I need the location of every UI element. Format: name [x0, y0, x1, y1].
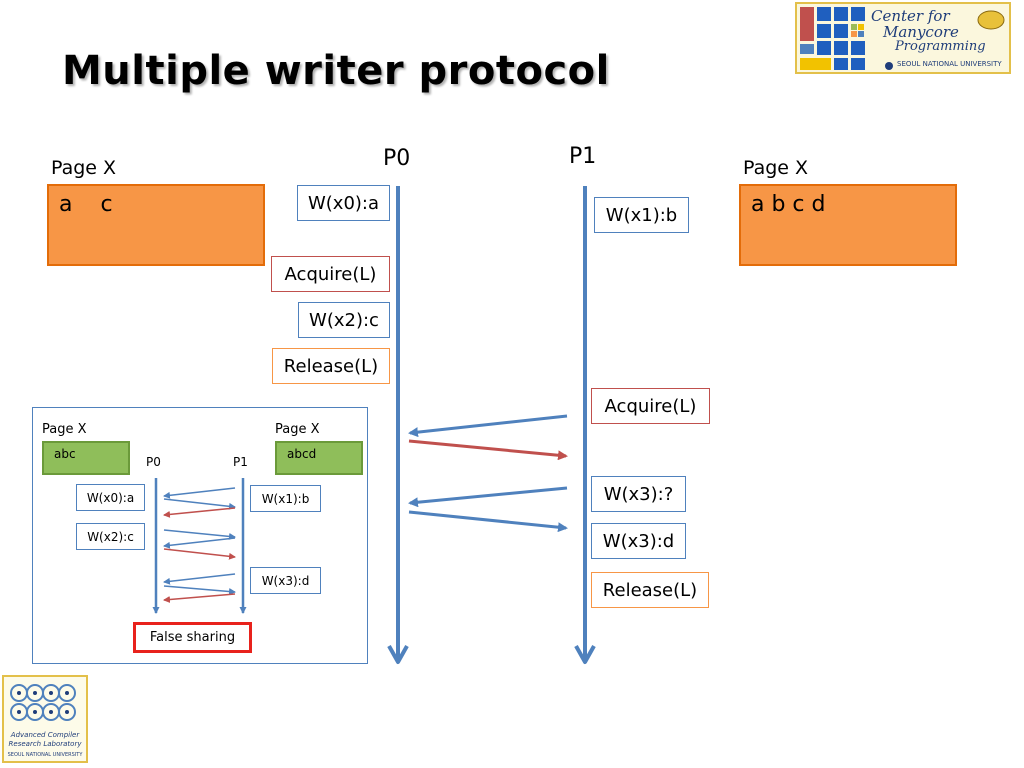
message-arrow-p0-to-p1-2	[408, 510, 568, 533]
p1-op-acquire: Acquire(L)	[591, 388, 710, 424]
inset-p1-op-write-x3: W(x3):d	[250, 567, 321, 594]
p0-op-write-x0: W(x0):a	[297, 185, 390, 221]
inset-p1-label: P1	[233, 455, 248, 469]
inset-diagram	[32, 407, 368, 664]
lab-dna-icon	[10, 684, 76, 721]
p1-op-write-x3-unknown: W(x3):?	[591, 476, 686, 512]
inset-arrow-6	[163, 548, 236, 560]
inset-right-page-box: abcd	[275, 441, 363, 475]
p0-op-release: Release(L)	[272, 348, 390, 384]
inset-arrow-2	[163, 498, 236, 510]
inset-left-page-label: Page X	[42, 422, 87, 437]
message-arrow-p1-to-p0-2	[408, 486, 568, 508]
inset-p0-label: P0	[146, 455, 161, 469]
right-page-label: Page X	[743, 157, 809, 179]
p1-op-write-x3-d: W(x3):d	[591, 523, 686, 559]
left-page-box: a c	[47, 184, 265, 266]
p1-op-release: Release(L)	[591, 572, 709, 608]
inset-left-page-box: abc	[42, 441, 130, 475]
p0-label: P0	[383, 146, 411, 171]
p0-timeline-head	[387, 645, 409, 664]
logo-mosaic-icon	[800, 7, 1005, 70]
logo-line-programming: Programming	[895, 39, 986, 54]
logo-line-manycore: Manycore	[883, 23, 959, 41]
center-logo: Center for Manycore Programming Seoul Na…	[795, 2, 1011, 74]
message-arrow-p1-to-p0-1	[408, 414, 568, 438]
inset-p0-op-write-x2: W(x2):c	[76, 523, 145, 550]
lab-logo-line1: Advanced Compiler	[10, 731, 80, 739]
inset-arrow-3	[163, 507, 236, 518]
slide-title: Multiple writer protocol	[62, 48, 610, 94]
p1-timeline-head	[574, 645, 596, 664]
false-sharing-label: False sharing	[133, 622, 252, 653]
left-page-label: Page X	[51, 157, 117, 179]
inset-arrow-5	[163, 537, 236, 549]
inset-arrow-1	[163, 487, 236, 499]
inset-p0-op-write-x0: W(x0):a	[76, 484, 145, 511]
inset-arrow-9	[163, 593, 236, 603]
inset-arrow-8	[163, 585, 236, 595]
logo-university: Seoul National University	[897, 60, 1002, 68]
message-arrow-p0-to-p1-1	[408, 439, 568, 461]
inset-p1-op-write-x1: W(x1):b	[250, 485, 321, 512]
lab-logo-line2: Research Laboratory	[8, 740, 82, 748]
p0-op-write-x2: W(x2):c	[298, 302, 390, 338]
right-page-box: a b c d	[739, 184, 957, 266]
lab-logo: Advanced Compiler Research Laboratory Se…	[2, 675, 88, 763]
lab-logo-university: Seoul National University	[7, 752, 83, 758]
inset-right-page-label: Page X	[275, 422, 320, 437]
p0-op-acquire: Acquire(L)	[271, 256, 390, 292]
p1-label: P1	[569, 144, 597, 169]
inset-arrow-7	[163, 573, 236, 585]
inset-arrow-4	[163, 529, 236, 540]
logo-line-center: Center for	[871, 7, 950, 25]
p1-op-write-x1: W(x1):b	[594, 197, 689, 233]
